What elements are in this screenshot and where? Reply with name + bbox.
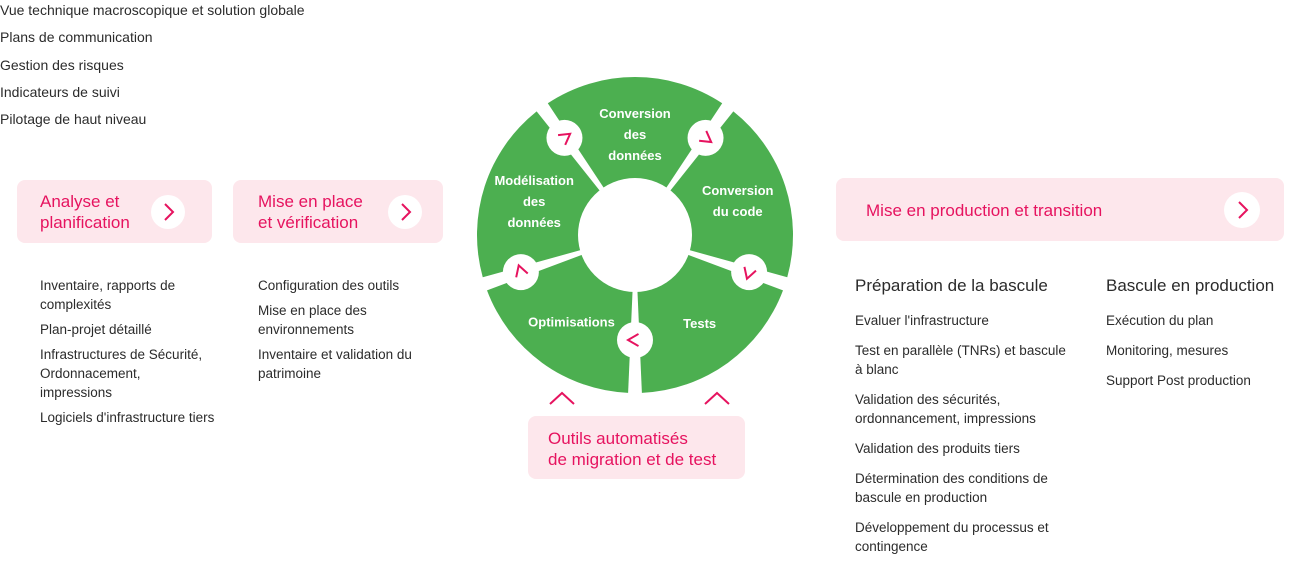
card-mise-line2: et vérification <box>258 213 359 232</box>
chevron-right-icon[interactable] <box>388 195 422 229</box>
mise-list: Configuration des outils Mise en place d… <box>258 276 433 389</box>
list-item: Inventaire et validation du patrimoine <box>258 347 412 381</box>
top-list-item: Plans de communication <box>0 29 153 46</box>
chevron-arrow-icon <box>515 263 529 278</box>
card-production[interactable]: Mise en production et transition <box>836 178 1284 241</box>
top-list-item: Gestion des risques <box>0 56 124 73</box>
bascule-heading: Bascule en production <box>1106 276 1275 295</box>
bascule-list: Exécution du plan Monitoring, mesures Su… <box>1106 311 1286 401</box>
chevron-arrow-icon <box>625 333 639 347</box>
card-mise-line1: Mise en place <box>258 192 363 211</box>
wheel-arrow-badge <box>731 254 768 291</box>
analyse-list: Inventaire, rapports de complexités Plan… <box>40 276 215 433</box>
preparation-heading: Préparation de la bascule <box>855 276 1048 295</box>
card-analyse-line2: planification <box>40 213 130 232</box>
chevron-right-icon[interactable] <box>151 195 185 229</box>
top-list-item: Pilotage de haut niveau <box>0 111 147 128</box>
list-item: Support Post production <box>1106 373 1251 388</box>
list-item: Monitoring, mesures <box>1106 343 1229 358</box>
wheel-segment-conversion-donnees <box>547 77 723 235</box>
top-list-item: Indicateurs de suivi <box>0 83 120 100</box>
preparation-list: Evaluer l'infrastructure Test en parallè… <box>855 311 1070 567</box>
wheel-arrow-badge <box>617 322 653 358</box>
list-item: Test en parallèle (TNRs) et bascule à bl… <box>855 343 1066 377</box>
top-list: Vue technique macroscopique et solution … <box>0 0 1300 136</box>
chevron-up-icon <box>549 391 575 405</box>
top-list-item: Vue technique macroscopique et solution … <box>0 2 305 18</box>
wheel-segment-label: Optimisations <box>528 314 615 329</box>
list-item: Logiciels d'infrastructure tiers <box>40 410 215 425</box>
card-analyse-line1: Analyse et <box>40 192 120 211</box>
wheel-center <box>578 178 692 292</box>
chevron-right-icon[interactable] <box>1224 192 1260 228</box>
list-item: Inventaire, rapports de complexités <box>40 278 176 312</box>
list-item: Exécution du plan <box>1106 313 1214 328</box>
list-item: Mise en place des environnements <box>258 303 367 337</box>
list-item: Détermination des conditions de bascule … <box>855 471 1048 505</box>
card-outils-line1: Outils automatisés <box>548 429 688 448</box>
card-outils[interactable]: Outils automatisés de migration et de te… <box>528 416 745 479</box>
list-item: Développement du processus et contingenc… <box>855 520 1049 554</box>
wheel-arrow-badge <box>546 119 583 156</box>
chevron-arrow-icon <box>557 132 572 146</box>
list-item: Infrastructures de Sécurité, Ordonnaceme… <box>40 347 203 400</box>
list-item: Plan-projet détaillé <box>40 322 152 337</box>
card-production-title: Mise en production et transition <box>866 201 1103 220</box>
chevron-arrow-icon <box>699 130 713 144</box>
wheel-arrow-badge <box>502 254 539 291</box>
list-item: Evaluer l'infrastructure <box>855 313 989 328</box>
chevron-arrow-icon <box>743 266 757 281</box>
card-analyse[interactable]: Analyse et planification <box>17 180 212 243</box>
card-outils-line2: de migration et de test <box>548 450 717 469</box>
list-item: Configuration des outils <box>258 278 400 293</box>
wheel-arrow-badge <box>687 119 724 156</box>
chevron-up-icon <box>704 391 730 405</box>
card-mise-en-place[interactable]: Mise en place et vérification <box>233 180 443 243</box>
wheel-segment-label: Tests <box>683 316 716 331</box>
list-item: Validation des sécurités, ordonnancement… <box>855 392 1036 426</box>
list-item: Validation des produits tiers <box>855 441 1020 456</box>
